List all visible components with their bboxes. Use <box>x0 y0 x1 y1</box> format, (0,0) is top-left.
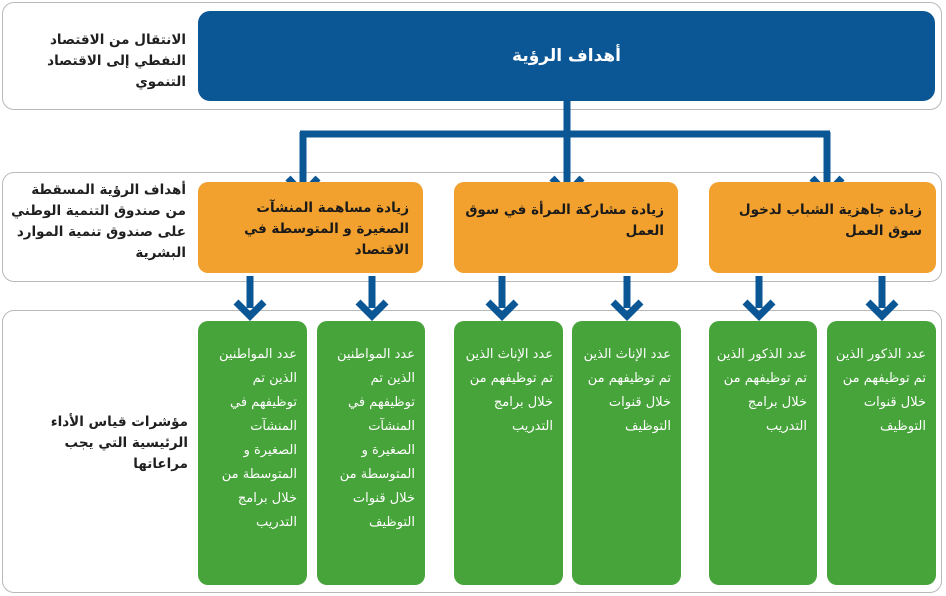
indicator-female-training-programs: عدد الإناث الذين تم توظيفهم من خلال برام… <box>454 321 563 585</box>
goals-row-label: أهداف الرؤية المسقطة من صندوق التنمية ال… <box>11 182 186 261</box>
indicator-sme-training-programs: عدد المواطنين الذين تم توظيفهم في المنشآ… <box>198 321 307 585</box>
down-arrow-indicator-1-head <box>865 299 899 321</box>
down-arrow-indicator-6-head <box>233 299 267 321</box>
indicators-row-label: مؤشرات قياس الأداء الرئيسية التي يجب مرا… <box>50 414 188 472</box>
indicator-male-employment-channels: عدد الذكور الذين تم توظيفهم من خلال قنوا… <box>827 321 936 585</box>
vision-goals-box: أهداف الرؤية <box>198 11 935 101</box>
down-arrow-indicator-2-head <box>742 299 776 321</box>
down-arrow-indicator-4-head <box>485 299 519 321</box>
goal-sme-contribution: زيادة مساهمة المنشآت الصغيرة و المتوسطة … <box>198 182 423 273</box>
down-arrow-indicator-5-head <box>355 299 389 321</box>
indicator-female-employment-channels: عدد الإناث الذين تم توظيفهم من خلال قنوا… <box>572 321 681 585</box>
indicator-sme-employment-channels: عدد المواطنين الذين تم توظيفهم في المنشآ… <box>317 321 425 585</box>
indicator-male-training-programs: عدد الذكور الذين تم توظيفهم من خلال برام… <box>709 321 817 585</box>
goal-women-participation: زيادة مشاركة المرأة في سوق العمل <box>454 182 678 273</box>
down-arrow-indicator-3-head <box>610 299 644 321</box>
vision-row-label: الانتقال من الاقتصاد النفطي إلى الاقتصاد… <box>47 32 186 90</box>
goal-youth-readiness: زيادة جاهزية الشباب لدخول سوق العمل <box>709 182 936 273</box>
